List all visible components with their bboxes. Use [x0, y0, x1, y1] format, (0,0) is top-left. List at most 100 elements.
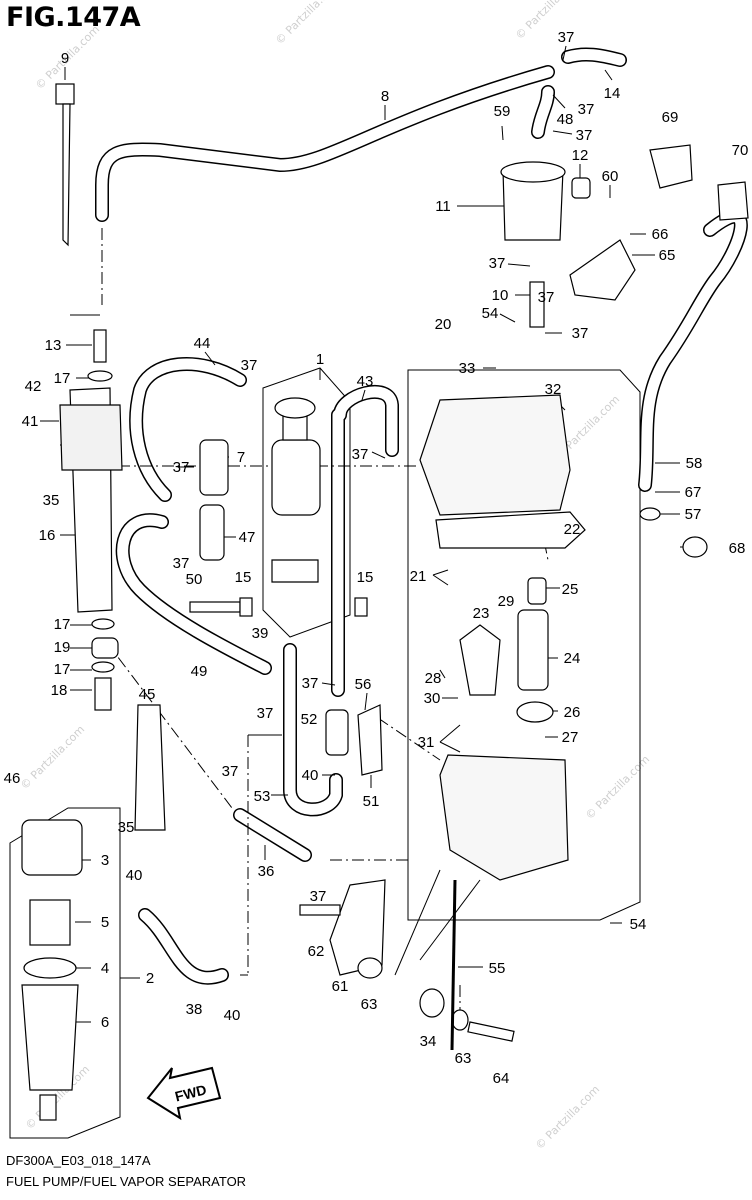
callout-10: 10 [492, 287, 509, 304]
callout-42: 42 [25, 378, 42, 395]
callout-4: 4 [101, 960, 109, 977]
callout-37: 37 [489, 255, 506, 272]
part-6-bowl [21, 984, 79, 1091]
callout-37: 37 [310, 888, 327, 905]
callout-25: 25 [562, 581, 579, 598]
callout-64: 64 [493, 1070, 510, 1087]
figure-code: DF300A_E03_018_147A [6, 1153, 151, 1168]
watermark-6: © Partzilla.com [583, 753, 652, 822]
part-5-element [29, 899, 71, 946]
watermark-1: © Partzilla.com [273, 0, 342, 47]
callout-68: 68 [729, 540, 746, 557]
part-4-ring [23, 957, 77, 979]
callout-31: 31 [418, 734, 435, 751]
callout-33: 33 [459, 360, 476, 377]
callout-67: 67 [685, 484, 702, 501]
part-6-drain [39, 1094, 57, 1121]
callout-63: 63 [455, 1050, 472, 1067]
callout-17: 17 [54, 661, 71, 678]
callout-40: 40 [126, 867, 143, 884]
callout-15: 15 [357, 569, 374, 586]
callout-37: 37 [352, 446, 369, 463]
callout-54: 54 [630, 916, 647, 933]
watermark-5: © Partzilla.com [18, 723, 87, 792]
callout-70: 70 [732, 142, 749, 159]
part-23-cover [459, 624, 501, 696]
part-1-strap [271, 559, 319, 583]
callout-49: 49 [191, 663, 208, 680]
part-25-filter [527, 577, 547, 605]
callout-39: 39 [252, 625, 269, 642]
callout-56: 56 [355, 676, 372, 693]
callout-55: 55 [489, 960, 506, 977]
callout-29: 29 [498, 593, 515, 610]
parts [21, 83, 749, 1121]
part-45-bracket [134, 704, 166, 831]
part-15-collar-b [354, 597, 368, 617]
part-51-bracket [357, 704, 383, 776]
callout-28: 28 [425, 670, 442, 687]
part-1-pump-cap [274, 397, 316, 419]
callout-7: 7 [237, 449, 245, 466]
callout-12: 12 [572, 147, 589, 164]
callout-51: 51 [363, 793, 380, 810]
part-11-separator-top [500, 161, 566, 183]
callout-38: 38 [186, 1001, 203, 1018]
part-63-collar-a [357, 957, 383, 979]
part-17-washer-top [87, 370, 113, 382]
part-9-tie-head [55, 83, 75, 105]
callout-47: 47 [239, 529, 256, 546]
callout-37: 37 [241, 357, 258, 374]
callout-35: 35 [118, 819, 135, 836]
callout-14: 14 [604, 85, 621, 102]
callout-17: 17 [54, 370, 71, 387]
callout-43: 43 [357, 373, 374, 390]
callout-37: 37 [558, 29, 575, 46]
callout-41: 41 [22, 413, 39, 430]
callout-37: 37 [222, 763, 239, 780]
part-body-lower [439, 754, 569, 881]
callout-18: 18 [51, 682, 68, 699]
part-57-clip [639, 507, 661, 521]
part-41-filter-holder [59, 404, 123, 471]
callout-30: 30 [424, 690, 441, 707]
callout-37: 37 [572, 325, 589, 342]
part-65-bracket [569, 239, 636, 301]
part-68-grommet [682, 536, 708, 558]
callout-58: 58 [686, 455, 703, 472]
callout-61: 61 [332, 978, 349, 995]
callout-11: 11 [435, 198, 451, 215]
part-13-fitting [93, 329, 107, 363]
callout-23: 23 [473, 605, 490, 622]
callout-40: 40 [224, 1007, 241, 1024]
callout-48: 48 [557, 111, 574, 128]
part-47-grommet [199, 504, 225, 561]
dash-lines [101, 228, 549, 1010]
callout-54: 54 [482, 305, 499, 322]
part-17-washer-a [91, 618, 115, 630]
callout-32: 32 [545, 381, 562, 398]
part-24-fuel-pump [517, 609, 549, 691]
callout-26: 26 [564, 704, 581, 721]
callout-6: 6 [101, 1014, 109, 1031]
fwd-arrow-shape [146, 1066, 222, 1121]
callout-45: 45 [139, 686, 156, 703]
callout-62: 62 [308, 943, 325, 960]
callout-8: 8 [381, 88, 389, 105]
callout-19: 19 [54, 639, 71, 656]
callout-37: 37 [578, 101, 595, 118]
bracket-lines [240, 734, 481, 976]
callout-37: 37 [538, 289, 555, 306]
callout-60: 60 [602, 168, 619, 185]
part-20-vapor-separator-cover [419, 394, 571, 516]
part-17-washer-b [91, 661, 115, 673]
callout-37: 37 [173, 459, 190, 476]
callout-37: 37 [302, 675, 319, 692]
callout-36: 36 [258, 863, 275, 880]
fwd-arrow: FWD [146, 1066, 222, 1121]
part-52-filter [325, 709, 349, 756]
callout-1: 1 [316, 351, 324, 368]
hoses-inner [96, 48, 747, 983]
